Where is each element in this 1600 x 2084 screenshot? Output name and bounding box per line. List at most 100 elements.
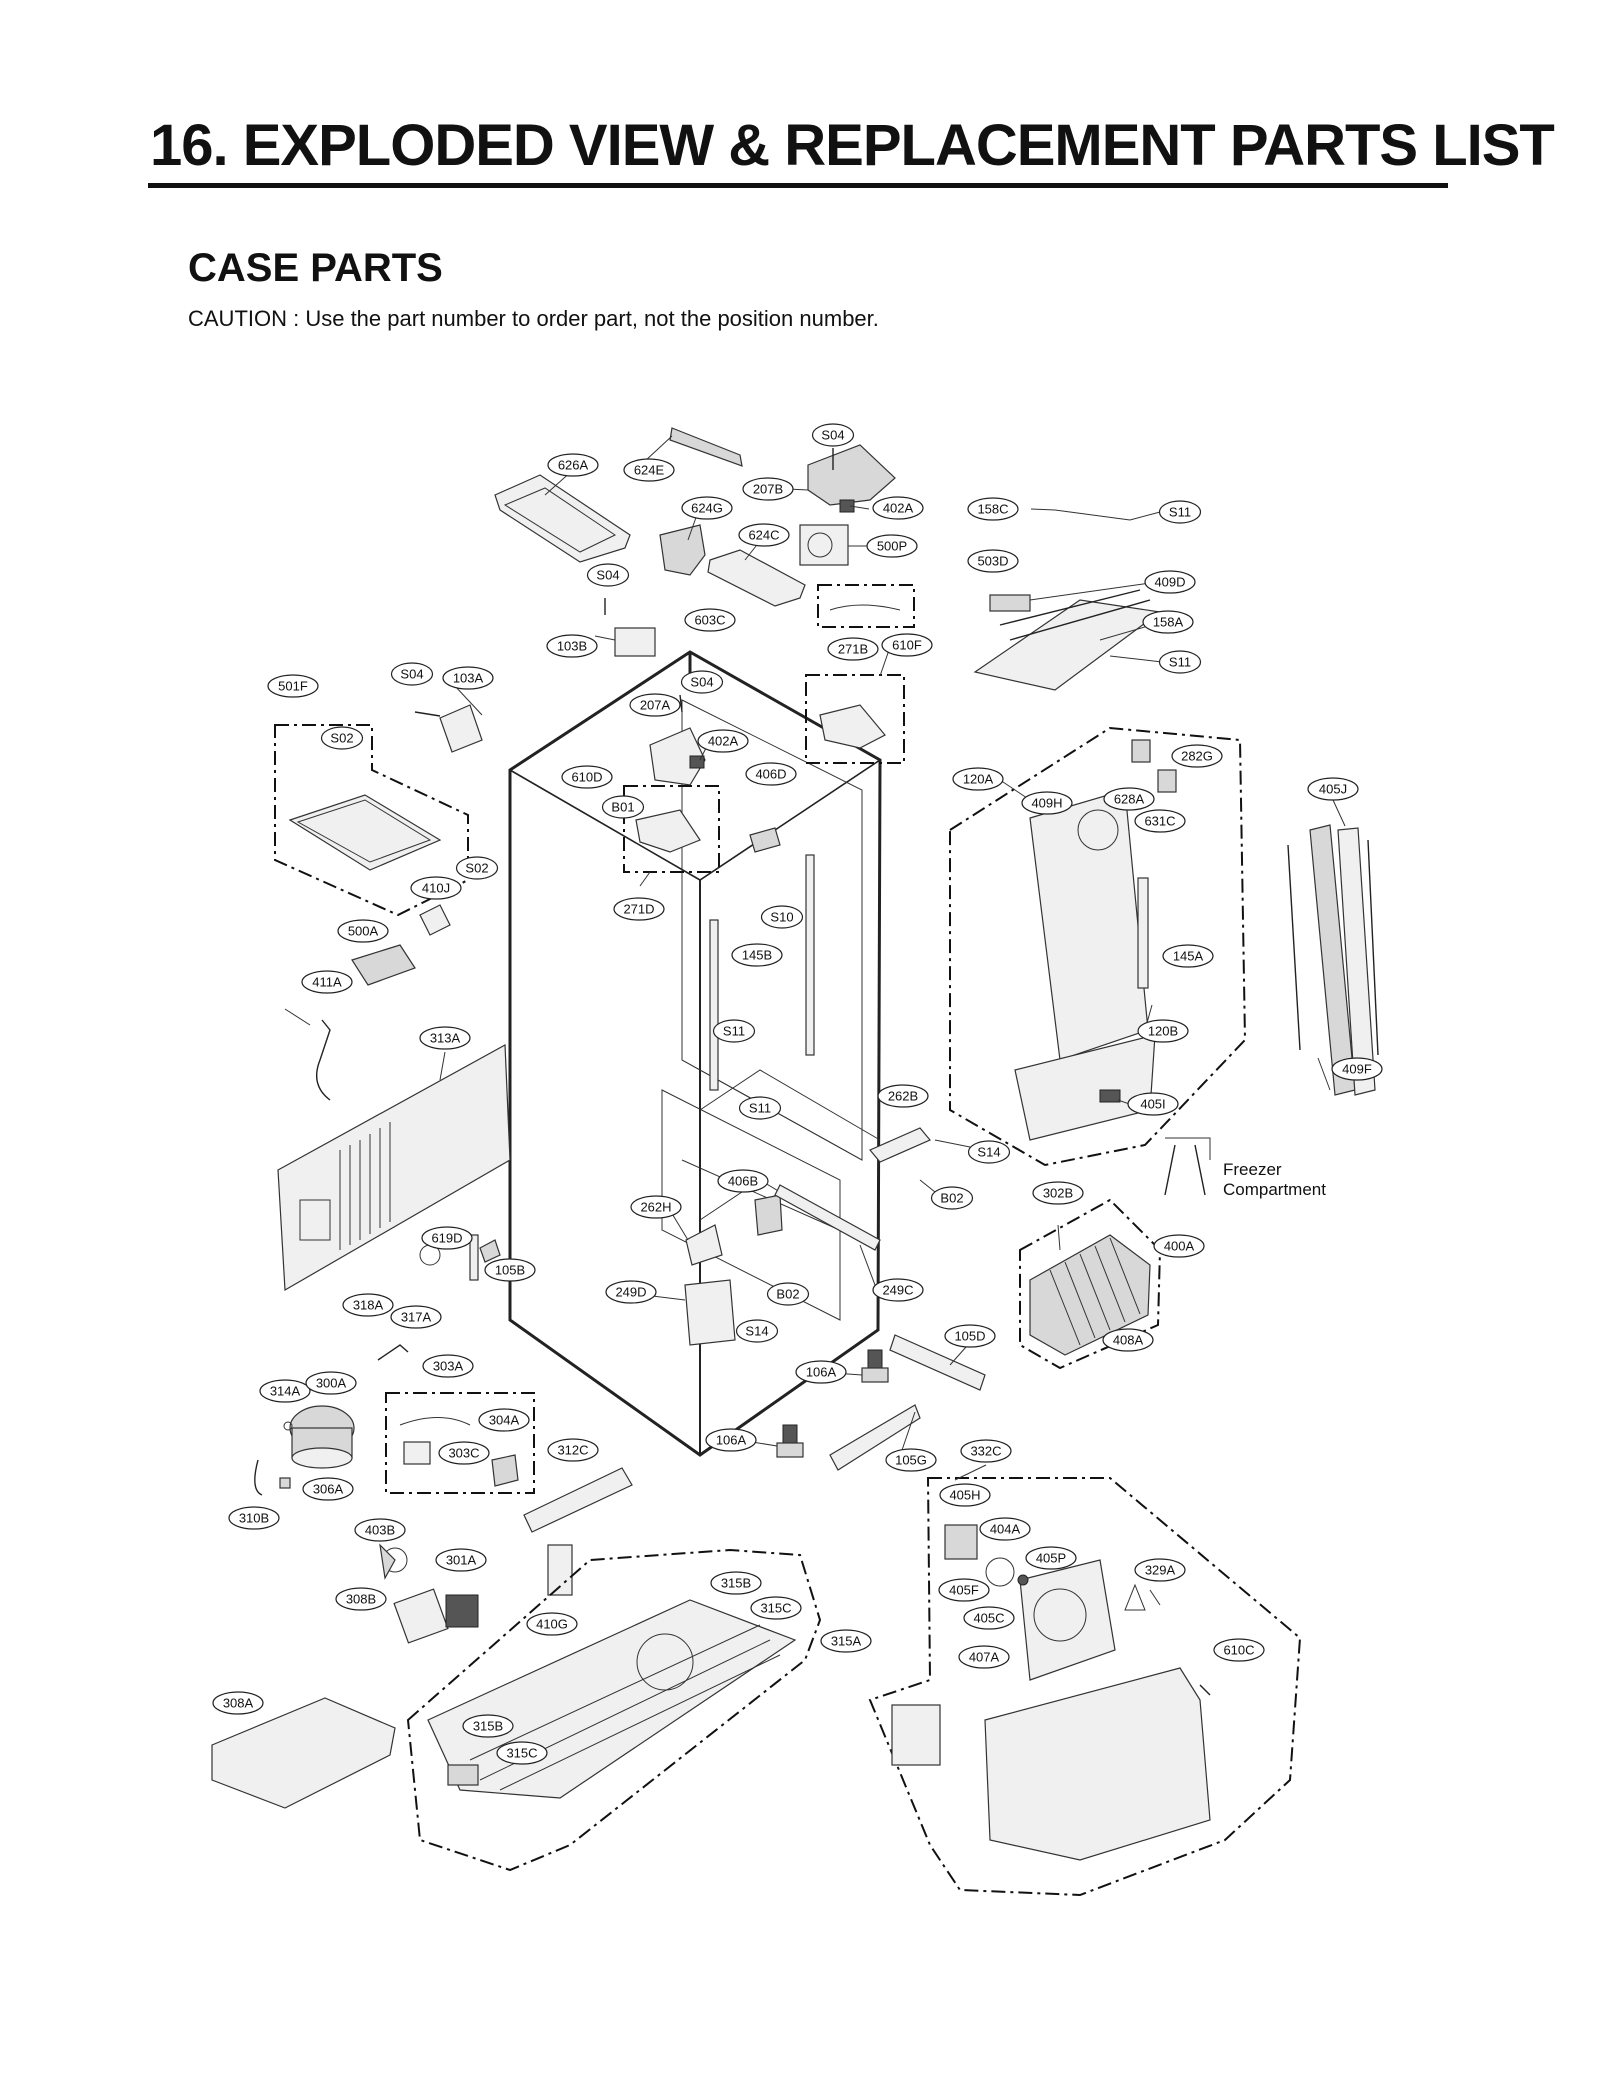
group-501f: [274, 724, 469, 917]
hinge-271b: [819, 704, 886, 749]
svg-text:410J: 410J: [422, 881, 450, 896]
callout-308b: 308B: [335, 1587, 387, 1611]
callout-619d: 619D: [421, 1226, 473, 1250]
svg-text:S11: S11: [1169, 655, 1191, 670]
callout-410g: 410G: [526, 1612, 578, 1636]
svg-text:626A: 626A: [558, 458, 589, 473]
svg-text:105D: 105D: [954, 1329, 985, 1344]
bracket-262b: [869, 1127, 931, 1163]
section-title: CASE PARTS: [188, 246, 443, 290]
top-parts: [414, 427, 915, 753]
svg-text:315C: 315C: [760, 1601, 791, 1616]
svg-text:158C: 158C: [977, 502, 1008, 517]
part-500a: [351, 944, 416, 986]
pipe-310b: [254, 1459, 263, 1496]
callout-624e: 624E: [623, 458, 675, 482]
svg-text:318A: 318A: [353, 1298, 384, 1313]
callout-271d: 271D: [613, 897, 665, 921]
svg-text:249C: 249C: [882, 1283, 913, 1298]
callout-406d: 406D: [745, 762, 797, 786]
callout-626a: 626A: [547, 453, 599, 477]
callout-610d: 610D: [561, 765, 613, 789]
svg-text:315A: 315A: [831, 1634, 862, 1649]
svg-text:406B: 406B: [728, 1174, 758, 1189]
callout-301a: 301A: [435, 1548, 487, 1572]
callout-313a: 313A: [419, 1026, 471, 1050]
callout-624c: 624C: [738, 523, 790, 547]
power-cord-411a: [316, 1019, 331, 1101]
svg-text:610D: 610D: [571, 770, 602, 785]
svg-text:308B: 308B: [346, 1592, 376, 1607]
callout-405c: 405C: [963, 1606, 1015, 1630]
callout-262h: 262H: [630, 1195, 682, 1219]
callout-315b: 315B: [462, 1714, 514, 1738]
svg-text:306A: 306A: [313, 1482, 344, 1497]
back-panel-313a: [277, 1044, 511, 1292]
svg-text:S11: S11: [1169, 505, 1191, 520]
callout-409h: 409H: [1021, 791, 1073, 815]
svg-text:619D: 619D: [431, 1231, 462, 1246]
part-406b: [754, 1194, 783, 1236]
part-282g-b: [1157, 769, 1177, 793]
callout-631c: 631C: [1134, 809, 1186, 833]
svg-text:S11: S11: [723, 1024, 745, 1039]
part-406d: [749, 827, 781, 853]
svg-text:262B: 262B: [888, 1089, 918, 1104]
callout-s04: S04: [586, 563, 630, 587]
callout-105g: 105G: [885, 1448, 937, 1472]
callout-106a: 106A: [795, 1360, 847, 1384]
callout-s11: S11: [1158, 500, 1202, 524]
callout-106a: 106A: [705, 1428, 757, 1452]
callout-402a: 402A: [872, 496, 924, 520]
callout-603c: 603C: [684, 608, 736, 632]
svg-text:406D: 406D: [755, 767, 786, 782]
callout-403b: 403B: [354, 1518, 406, 1542]
svg-text:408A: 408A: [1113, 1333, 1144, 1348]
svg-text:S11: S11: [749, 1101, 771, 1116]
svg-text:332C: 332C: [970, 1444, 1001, 1459]
condenser-301a: [445, 1594, 479, 1628]
callout-500p: 500P: [866, 534, 918, 558]
svg-text:410G: 410G: [536, 1617, 568, 1632]
svg-text:S14: S14: [745, 1324, 768, 1339]
callout-500a: 500A: [337, 919, 389, 943]
caution-note: CAUTION : Use the part number to order p…: [188, 306, 879, 331]
callout-410j: 410J: [410, 876, 462, 900]
callout-409f: 409F: [1331, 1057, 1383, 1081]
callout-405f: 405F: [938, 1578, 990, 1602]
svg-text:282G: 282G: [1181, 749, 1213, 764]
svg-text:120A: 120A: [963, 772, 994, 787]
svg-text:313A: 313A: [430, 1031, 461, 1046]
callout-404a: 404A: [979, 1517, 1031, 1541]
callout-400a: 400A: [1153, 1234, 1205, 1258]
svg-text:405F: 405F: [949, 1583, 979, 1598]
callout-332c: 332C: [960, 1439, 1012, 1463]
callout-503d: 503D: [967, 549, 1019, 573]
svg-text:610C: 610C: [1223, 1643, 1254, 1658]
base-308a: [211, 1697, 396, 1809]
callout-317a: 317A: [390, 1305, 442, 1329]
svg-text:409F: 409F: [1342, 1062, 1372, 1077]
callout-306a: 306A: [302, 1477, 354, 1501]
callout-310b: 310B: [228, 1506, 280, 1530]
callout-s10: S10: [760, 905, 804, 929]
svg-text:405H: 405H: [949, 1488, 980, 1503]
svg-text:145A: 145A: [1173, 949, 1204, 964]
callout-105d: 105D: [944, 1324, 996, 1348]
freezer-label-line1: Freezer: [1223, 1160, 1282, 1179]
leveling-foot-106a: [776, 1349, 889, 1458]
shroud-308b: [393, 1588, 449, 1644]
svg-text:409H: 409H: [1031, 796, 1062, 811]
callout-b02: B02: [930, 1186, 974, 1210]
svg-text:402A: 402A: [708, 734, 739, 749]
group-332c: [868, 1477, 1302, 1897]
svg-text:106A: 106A: [806, 1365, 837, 1380]
callout-120a: 120A: [952, 767, 1004, 791]
part-314a: [283, 1421, 293, 1431]
callout-315c: 315C: [496, 1741, 548, 1765]
svg-text:411A: 411A: [312, 975, 342, 990]
part-312c: [523, 1467, 633, 1533]
callout-501f: 501F: [267, 674, 319, 698]
